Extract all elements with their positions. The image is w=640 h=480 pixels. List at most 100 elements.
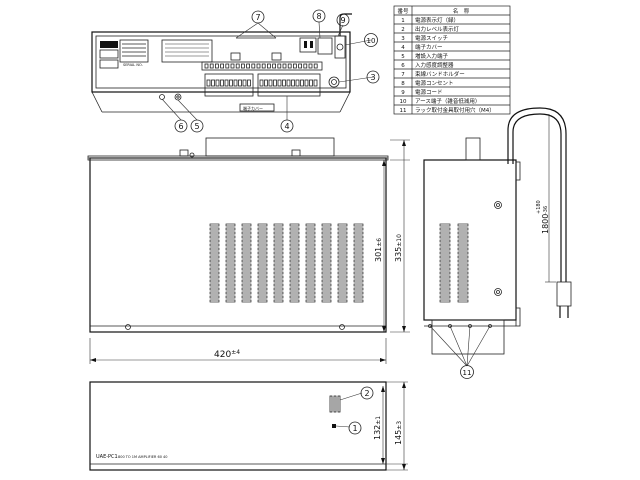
terminal-screw [259, 79, 264, 87]
vent-slot [321, 263, 332, 267]
vent-slot [241, 287, 252, 291]
vent-slot [289, 235, 300, 239]
vent-slot [257, 239, 268, 243]
callout-10: 10 [364, 33, 378, 47]
vent-slot [273, 263, 284, 267]
vent-slot [457, 259, 469, 263]
terminal-label-cell [292, 63, 297, 69]
table-row-name: 端子カバー [415, 43, 443, 51]
terminal-cover [239, 103, 275, 112]
vent-slot [439, 223, 451, 227]
vent-slot [439, 283, 451, 287]
vent-slot [225, 299, 236, 303]
vent-slot [457, 227, 469, 231]
vent-slot [289, 267, 300, 271]
front-model-label: UAE-PC1 [96, 454, 118, 460]
vent-slot [353, 299, 364, 303]
power-outlet [299, 37, 317, 53]
vent-slot [439, 267, 451, 271]
vent-slot [305, 279, 316, 283]
vent-slot [257, 279, 268, 283]
dim-cord-tol-minus: -36 [543, 206, 549, 214]
vent-slot [257, 295, 268, 299]
vent-slot [305, 247, 316, 251]
callout-7: 7 [251, 10, 265, 24]
terminal-screw [211, 79, 215, 87]
svg-text:1: 1 [352, 424, 357, 433]
vent-slot [439, 275, 451, 279]
vent-slot [439, 279, 451, 283]
vent-slot [209, 287, 220, 291]
callout-8: 8 [312, 9, 326, 23]
terminal-label-cell [261, 63, 266, 69]
terminal-screw [220, 79, 224, 87]
vent-slot [273, 251, 284, 255]
vent-slot [457, 295, 469, 299]
vent-slot [353, 271, 364, 275]
vent-slot [209, 283, 220, 287]
vent-slot [225, 243, 236, 247]
svg-text:9: 9 [340, 16, 345, 25]
vent-slot [337, 291, 348, 295]
vent-slot [257, 227, 268, 231]
vent-slot [337, 239, 348, 243]
vent-slot [273, 287, 284, 291]
vent-slot [209, 227, 220, 231]
svg-text:7: 7 [255, 13, 260, 22]
vent-slot [353, 287, 364, 291]
vent-slot [241, 255, 252, 259]
front-view: UAE-PC1 800 TO 1M AMPLIFIER 60 40 [89, 381, 387, 471]
vent-slot [257, 299, 268, 303]
vent-slot [353, 243, 364, 247]
vent-slot [353, 247, 364, 251]
vent-slot [289, 247, 300, 251]
vent-slot [209, 299, 220, 303]
vent-slot [305, 231, 316, 235]
vent-slot [305, 243, 316, 247]
vent-slot [337, 271, 348, 275]
vent-slot [439, 263, 451, 267]
vent-slot [257, 231, 268, 235]
dim-depth-outer: 335±10 [394, 234, 403, 262]
vent-slot [209, 279, 220, 283]
terminal-screw [233, 79, 238, 87]
vent-slot [289, 287, 300, 291]
vent-slot [337, 223, 348, 227]
vent-slot [337, 243, 348, 247]
table-row-number: 6 [401, 63, 405, 69]
svg-text:5: 5 [194, 122, 199, 131]
vent-slot [321, 295, 332, 299]
vent-slot [305, 267, 316, 271]
vent-slot [337, 267, 348, 271]
vent-slot [225, 283, 236, 287]
vent-slot [273, 279, 284, 283]
callout-11: 11 [460, 365, 474, 379]
vent-slot [257, 267, 268, 271]
vent-slot [273, 291, 284, 295]
terminal-screw [206, 79, 211, 87]
vent-slot [289, 243, 300, 247]
vent-slot [439, 255, 451, 259]
terminal-screw [291, 79, 295, 87]
vent-slot [289, 227, 300, 231]
terminal-screw [229, 79, 233, 87]
vent-slot [257, 271, 268, 275]
dim-height-total: 145±3 [394, 421, 403, 445]
table-header-name: 名 称 [453, 7, 470, 15]
vent-slot [321, 247, 332, 251]
vent-slot [457, 271, 469, 275]
vent-slot [209, 251, 220, 255]
terminal-label-cell [214, 63, 219, 69]
vent-slot [241, 243, 252, 247]
terminal-block-right [257, 73, 321, 97]
vent-slots-right [439, 223, 469, 303]
vent-slot [273, 271, 284, 275]
vent-slot [439, 271, 451, 275]
vent-slot [439, 291, 451, 295]
callout-2: 2 [360, 386, 374, 400]
vent-slot [321, 227, 332, 231]
vent-slot [241, 251, 252, 255]
vent-slot [457, 231, 469, 235]
vent-slot [257, 251, 268, 255]
vent-slot [321, 239, 332, 243]
